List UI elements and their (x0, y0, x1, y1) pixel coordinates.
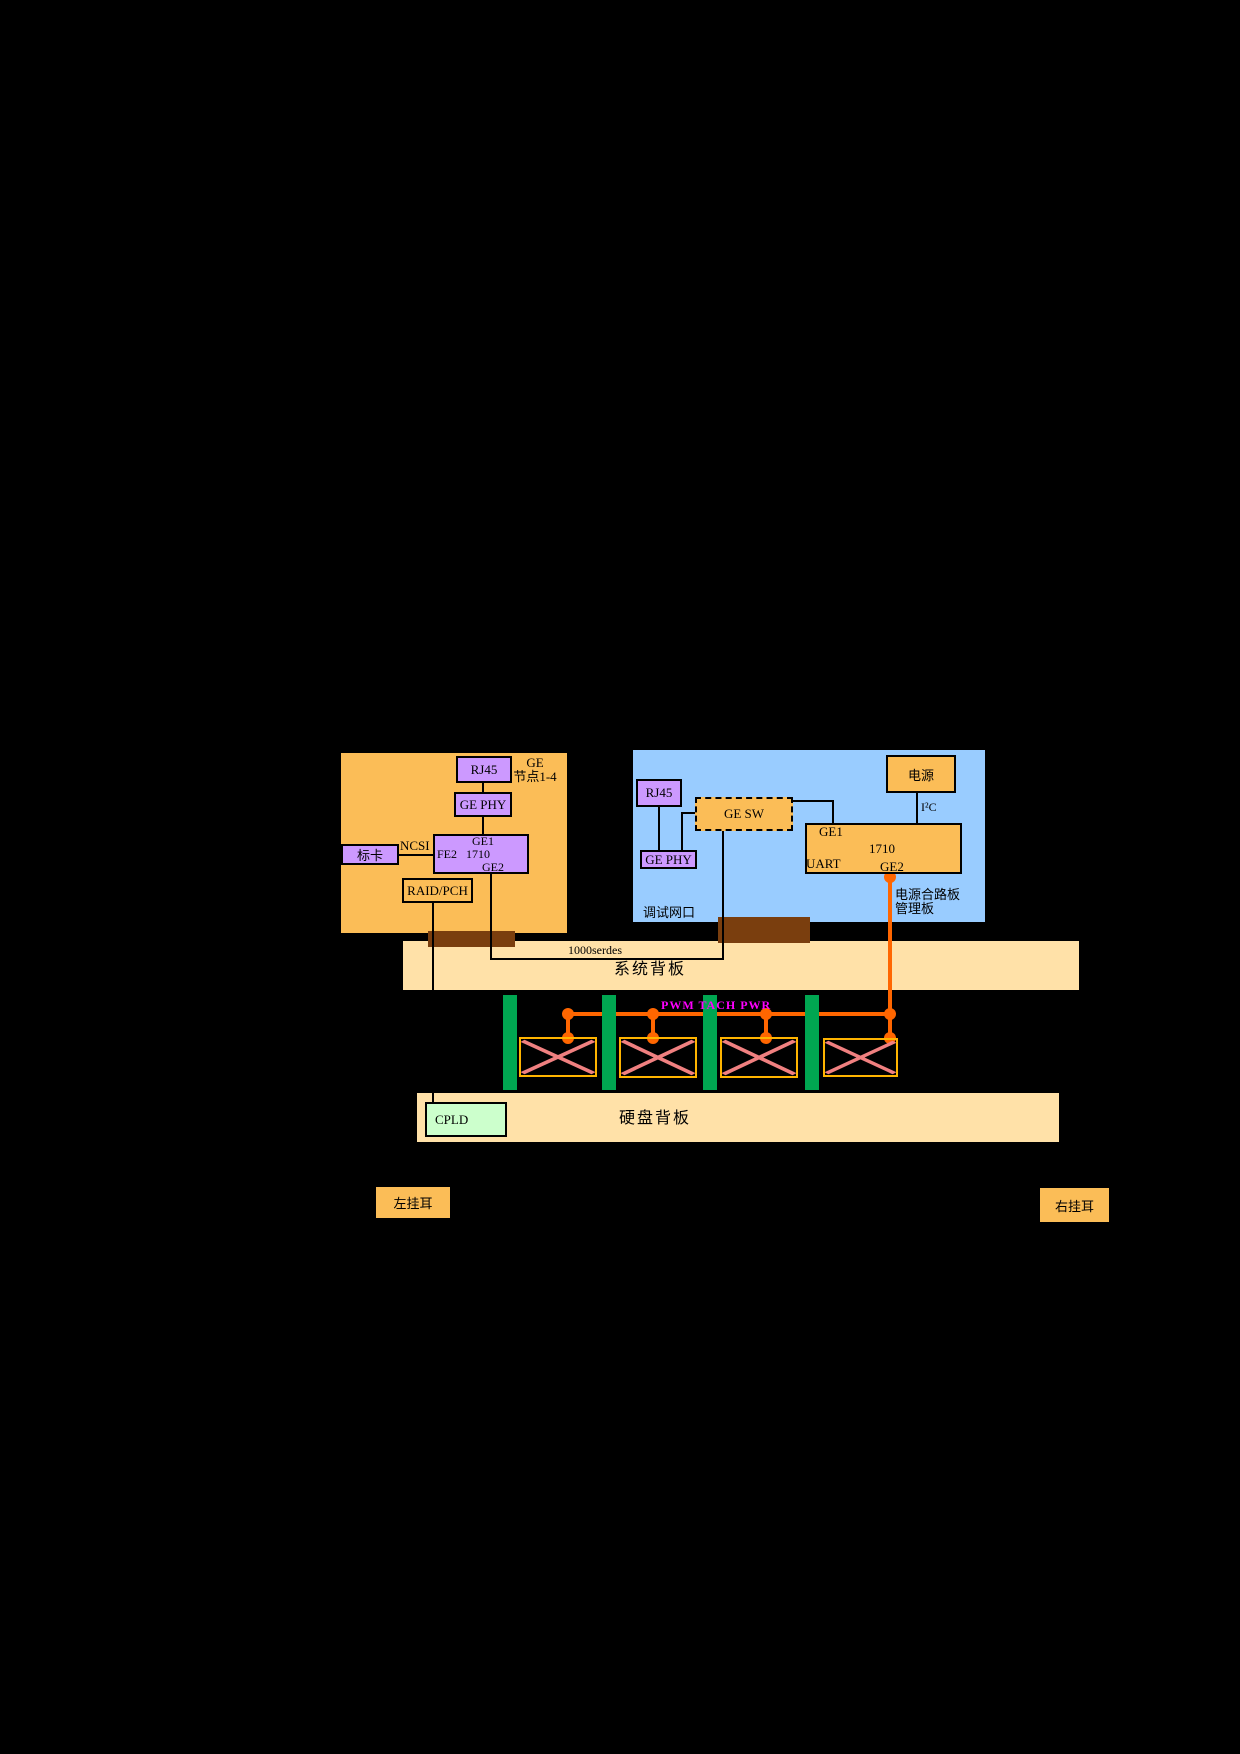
ncsi-label: NCSI (400, 838, 430, 853)
fan-connector-bar (805, 995, 819, 1090)
left-mount-ear-label: 左挂耳 (393, 1196, 433, 1211)
fan-box (823, 1038, 898, 1077)
disk-backplane (417, 1093, 1059, 1142)
node-soc-box (433, 834, 529, 874)
mgmt-power-label: 电源 (907, 767, 934, 783)
mgmt-soc-ge2: GE2 (880, 859, 904, 874)
node-raid-box: RAID/PCH (402, 878, 473, 903)
junction-dot (760, 1008, 772, 1020)
junction-dot (884, 1008, 896, 1020)
line-raid-to-cpld (432, 902, 434, 1103)
system-backplane (403, 941, 1079, 990)
line-ncsi (399, 854, 434, 856)
mgmt-gephy-label: GE PHY (645, 851, 692, 867)
fan-box (619, 1037, 697, 1078)
fan-x-icon (721, 1039, 797, 1076)
junction-dot (647, 1008, 659, 1020)
line-gephy-gesw-h (681, 812, 696, 814)
fan2-drop-line (651, 1014, 655, 1040)
line-gesw-soc-v (832, 800, 834, 824)
line-node-ge2-down (490, 873, 492, 960)
node-board-title-line1: GE (526, 755, 544, 770)
node-mezz-card-label: 标卡 (356, 848, 383, 863)
fan-bus-label: PWM TACH PWR (661, 998, 772, 1012)
fan-x-icon (520, 1039, 596, 1075)
i2c-label: I²C (921, 800, 937, 814)
junction-dot (562, 1008, 574, 1020)
serdes-label: 1000serdes (568, 943, 622, 957)
node-raid-label: RAID/PCH (407, 882, 468, 898)
node-soc-ge2: GE2 (482, 860, 504, 874)
fan-connector-bar (503, 995, 517, 1090)
node-mezz-card-box: 标卡 (341, 844, 399, 865)
cpld-label: CPLD (435, 1111, 469, 1127)
mgmt-gephy-box: GE PHY (640, 850, 697, 869)
mgmt-soc-box (805, 823, 962, 874)
node-soc-fe2: FE2 (437, 847, 458, 861)
line-gesw-down (722, 830, 724, 960)
mgmt-board-title-line2: 管理板 (895, 901, 935, 916)
line-rj45-gephy-node (482, 783, 484, 793)
fan-bus-line (566, 1012, 892, 1016)
node-board-title-line2: 节点1-4 (513, 769, 557, 784)
debug-port-label: 调试网口 (643, 905, 696, 920)
mgmt-board-title: 电源合路板 管理板 (895, 888, 960, 916)
line-gephy-soc-node (482, 817, 484, 835)
mgmt-rj45-label: RJ45 (645, 785, 673, 800)
node-board-title: GE 节点1-4 (508, 756, 562, 784)
line-serdes-horizontal (490, 958, 724, 960)
node-gephy-label: GE PHY (459, 796, 507, 812)
node-soc-chip: 1710 (466, 847, 490, 861)
node-soc-ge1: GE1 (472, 834, 494, 848)
mgmt-soc-chip: 1710 (869, 841, 895, 856)
fan-x-icon (620, 1039, 696, 1076)
mgmt-ge2-fan-line (888, 876, 892, 1040)
mgmt-soc-uart: UART (806, 856, 841, 871)
line-rj45-gephy-mgmt (658, 806, 660, 851)
mgmt-soc-ge1: GE1 (819, 824, 843, 839)
mgmt-gesw-label: GE SW (723, 806, 765, 821)
line-gesw-soc-h (793, 800, 834, 802)
line-gephy-gesw-v (681, 812, 683, 851)
fan-connector-bar (703, 995, 717, 1090)
mgmt-board-title-line1: 电源合路板 (895, 887, 961, 902)
fan1-drop-line (566, 1014, 570, 1040)
left-mount-ear: 左挂耳 (376, 1187, 450, 1218)
disk-backplane-label: 硬盘背板 (619, 1110, 692, 1127)
fan-box (720, 1037, 798, 1078)
right-mount-ear-label: 右挂耳 (1054, 1198, 1094, 1214)
line-power-i2c (916, 792, 918, 823)
mgmt-rj45-box: RJ45 (636, 779, 682, 807)
node-gephy-box: GE PHY (454, 792, 512, 817)
node-rj45-label: RJ45 (470, 761, 498, 777)
fan3-drop-line (764, 1014, 768, 1040)
system-backplane-label: 系统背板 (614, 961, 687, 978)
junction-dot (884, 871, 896, 883)
node-rj45-box: RJ45 (456, 756, 512, 783)
cpld-box: CPLD (425, 1102, 507, 1137)
mgmt-board-connector (718, 917, 810, 943)
mgmt-power-box: 电源 (886, 755, 956, 793)
node-board-connector (428, 931, 515, 947)
right-mount-ear: 右挂耳 (1040, 1188, 1109, 1222)
fan-x-icon (824, 1040, 897, 1075)
fan-box (519, 1037, 597, 1077)
fan-connector-bar (602, 995, 616, 1090)
mgmt-gesw-box: GE SW (695, 797, 793, 831)
